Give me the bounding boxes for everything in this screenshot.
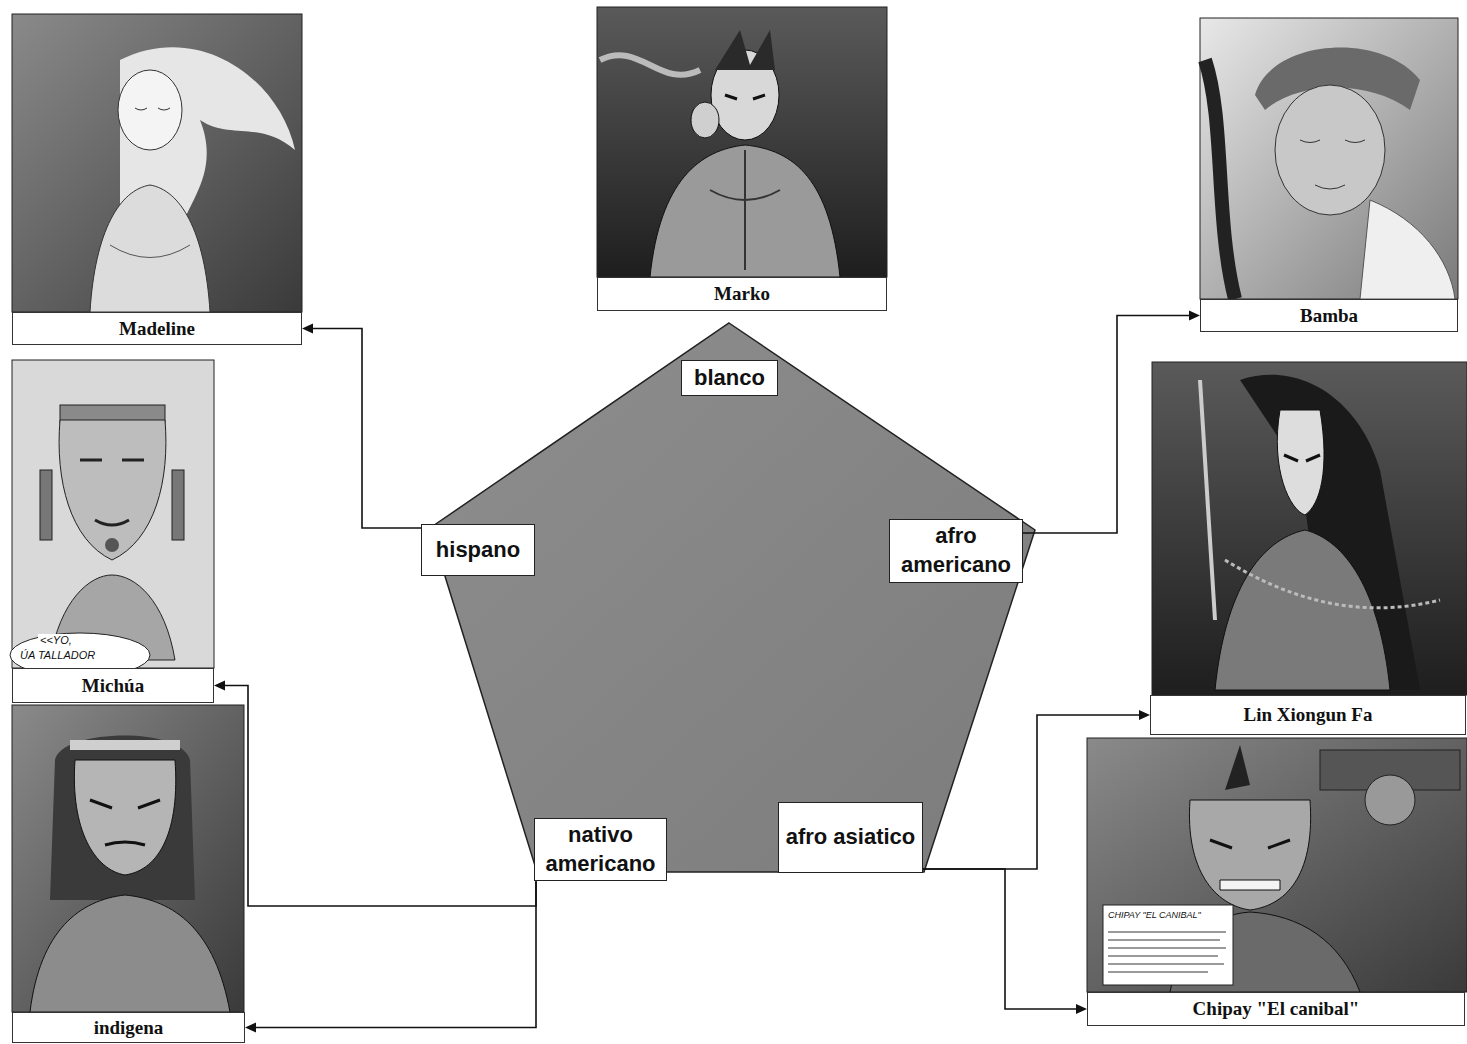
michua-illustration — [10, 360, 214, 677]
caption-box: Marko — [597, 277, 887, 311]
arrowhead — [245, 1023, 256, 1033]
category-box: afro americano — [889, 519, 1023, 583]
marko-illustration — [597, 7, 887, 277]
connector-line — [254, 881, 536, 1027]
arrowhead — [1076, 1004, 1087, 1014]
caption-box: Chipay "El canibal" — [1087, 992, 1465, 1026]
node-text: blanco — [694, 364, 765, 393]
node-text: afro asiatico — [786, 823, 916, 852]
connector-line — [311, 329, 421, 529]
pentagon — [430, 323, 1035, 872]
caption-box: Michúa — [12, 668, 214, 703]
category-box: blanco — [681, 360, 778, 396]
madeline-illustration — [12, 14, 302, 312]
node-text: Madeline — [119, 318, 195, 340]
connector-line — [923, 869, 1078, 1009]
node-text: indigena — [94, 1017, 164, 1039]
connector — [1023, 311, 1200, 534]
speech-text: <<YO, — [38, 634, 74, 646]
caption-box: Madeline — [12, 312, 302, 345]
connector-line — [1023, 316, 1191, 534]
node-text: Lin Xiongun Fa — [1244, 704, 1373, 726]
chipay-illustration — [1087, 738, 1467, 992]
connector-line — [923, 715, 1141, 869]
node-text: nativo americano — [539, 821, 662, 878]
category-box: nativo americano — [534, 818, 667, 881]
lin-xiongun-fa-illustration — [1152, 362, 1467, 695]
arrowhead — [302, 324, 313, 334]
arrowhead — [1139, 710, 1150, 720]
node-text: afro americano — [894, 522, 1018, 579]
node-text: Chipay "El canibal" — [1193, 998, 1360, 1020]
node-text: Marko — [714, 283, 770, 305]
bamba-illustration — [1200, 18, 1458, 299]
connector — [923, 869, 1087, 1014]
connector — [302, 324, 421, 529]
caption-box: Bamba — [1200, 299, 1458, 332]
indigena-illustration — [12, 705, 244, 1012]
arrowhead — [214, 681, 225, 691]
connector — [923, 710, 1150, 869]
node-text: Bamba — [1300, 305, 1358, 327]
arrowhead — [1189, 311, 1200, 321]
connector-line — [223, 686, 536, 907]
caption-box: Lin Xiongun Fa — [1150, 695, 1466, 735]
connector — [214, 681, 536, 907]
caption-box: indigena — [12, 1012, 245, 1043]
category-box: hispano — [421, 524, 535, 576]
speech-text: ÚA TALLADOR — [18, 649, 97, 661]
caption-note: CHIPAY "EL CANIBAL" — [1106, 910, 1203, 920]
connector — [245, 881, 536, 1032]
node-text: Michúa — [82, 675, 144, 697]
node-text: hispano — [436, 536, 520, 565]
category-box: afro asiatico — [778, 802, 923, 873]
